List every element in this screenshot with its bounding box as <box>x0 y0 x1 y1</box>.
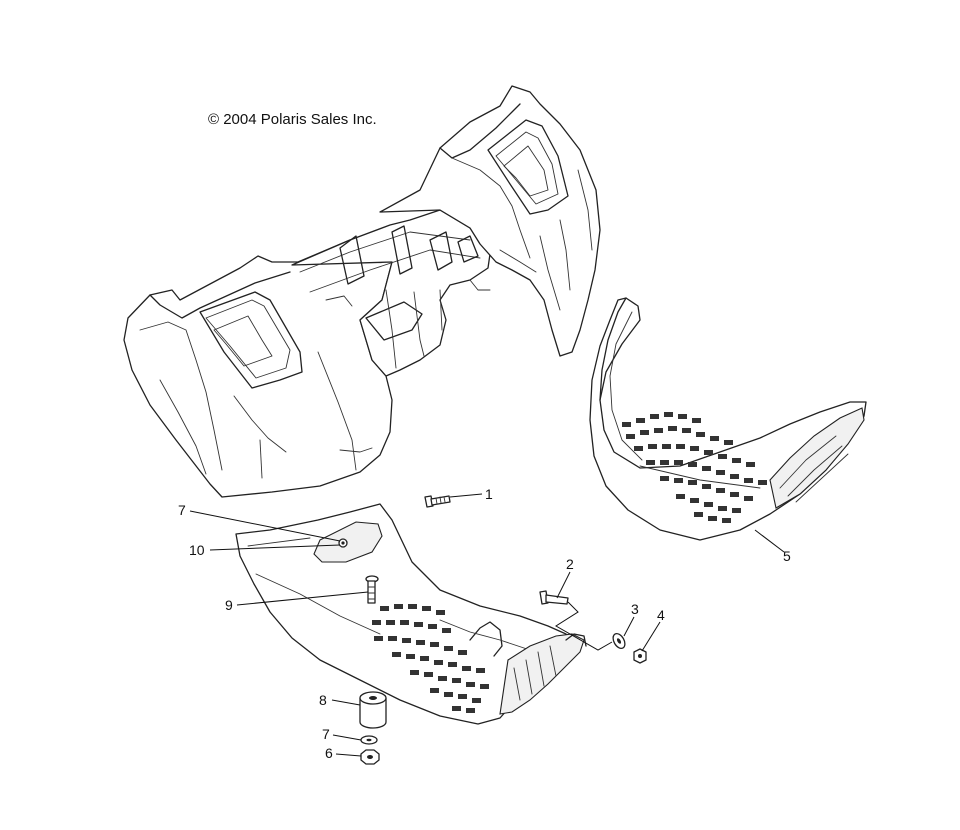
callout-1: 1 <box>485 486 493 502</box>
copyright-text: © 2004 Polaris Sales Inc. <box>208 111 377 128</box>
callout-7-upper: 7 <box>178 502 186 518</box>
callout-8: 8 <box>319 692 327 708</box>
callout-4: 4 <box>657 607 665 623</box>
callout-2: 2 <box>566 556 574 572</box>
left-footwell <box>235 503 587 725</box>
bolt-part-9 <box>365 575 379 604</box>
washer-part-3 <box>612 632 626 650</box>
front-fender-assembly <box>123 85 601 498</box>
callout-5: 5 <box>783 548 791 564</box>
right-footwell-tread <box>622 412 767 523</box>
right-footwell <box>589 297 867 541</box>
callout-3: 3 <box>631 601 639 617</box>
callout-10: 10 <box>189 542 205 558</box>
spacer-part-8 <box>359 691 387 729</box>
bolt-part-2 <box>539 590 569 605</box>
callout-9: 9 <box>225 597 233 613</box>
washer-part-7-lower <box>360 735 378 745</box>
bolt-part-1 <box>424 495 451 508</box>
nut-part-6 <box>360 749 380 765</box>
callout-6: 6 <box>325 745 333 761</box>
left-footwell-tread <box>372 604 489 713</box>
callout-7-lower: 7 <box>322 726 330 742</box>
leader-lines <box>189 493 785 757</box>
nut-part-4 <box>633 648 647 664</box>
